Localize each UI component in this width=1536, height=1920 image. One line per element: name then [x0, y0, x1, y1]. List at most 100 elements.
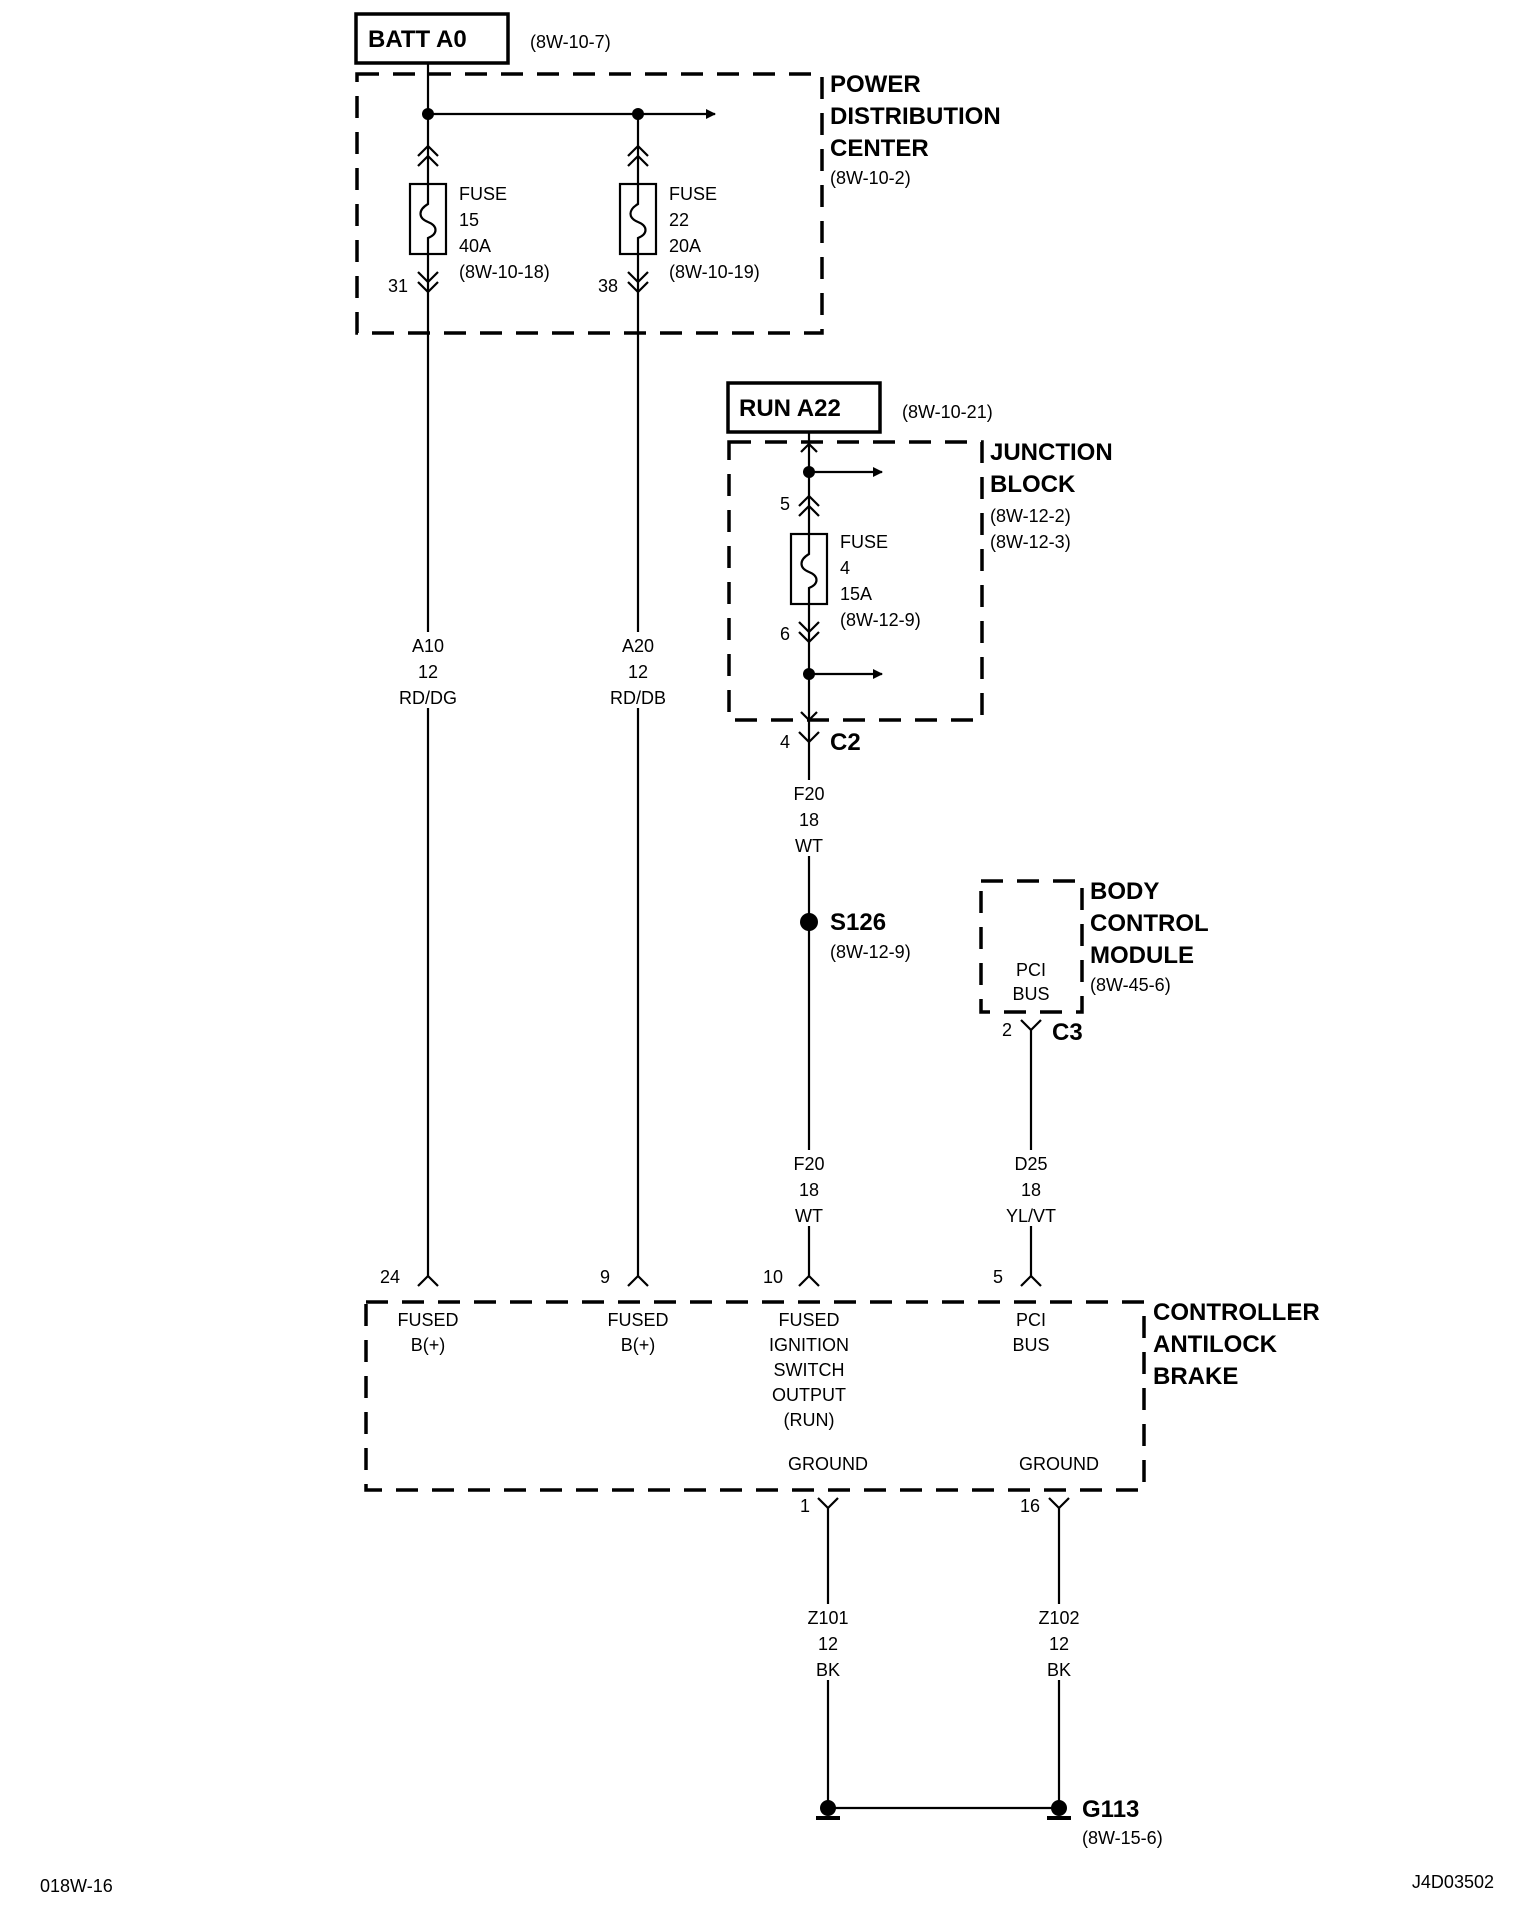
svg-text:18: 18 [799, 1180, 819, 1200]
svg-text:WT: WT [795, 836, 823, 856]
svg-text:GROUND: GROUND [1019, 1454, 1099, 1474]
fuse15-rating: 40A [459, 236, 491, 256]
cab-title-line3: BRAKE [1153, 1363, 1238, 1390]
wire-z101-label: Z101 12 BK [795, 1604, 861, 1680]
svg-text:BUS: BUS [1012, 1335, 1049, 1355]
svg-text:16: 16 [1020, 1496, 1040, 1516]
fuse22-ref: (8W-10-19) [669, 262, 760, 282]
fuse15-number: 15 [459, 210, 479, 230]
bcm-ref: (8W-45-6) [1090, 975, 1171, 995]
svg-text:FUSED: FUSED [778, 1310, 839, 1330]
jb-ref1: (8W-12-2) [990, 506, 1071, 526]
svg-text:SWITCH: SWITCH [774, 1360, 845, 1380]
bcm-title-line3: MODULE [1090, 942, 1194, 969]
svg-text:GROUND: GROUND [788, 1454, 868, 1474]
c2-pin: 4 [780, 732, 790, 752]
wire-a10-label: A10 12 RD/DG [395, 632, 461, 708]
s126-name: S126 [830, 909, 886, 936]
pdc-title-line1: POWER [830, 71, 921, 98]
svg-text:D25: D25 [1014, 1154, 1047, 1174]
cab-title-line1: CONTROLLER [1153, 1299, 1320, 1326]
wire-f20-bottom-label: F20 18 WT [780, 1150, 838, 1226]
s126-ref: (8W-12-9) [830, 942, 911, 962]
controller-antilock-brake: CONTROLLER ANTILOCK BRAKE [364, 1299, 1320, 1492]
c2-name: C2 [830, 729, 861, 756]
fuse15-pin: 31 [388, 276, 408, 296]
fuse22-number: 22 [669, 210, 689, 230]
svg-text:F20: F20 [793, 784, 824, 804]
svg-text:Z102: Z102 [1038, 1608, 1079, 1628]
footer-right-code: J4D03502 [1412, 1872, 1494, 1892]
bcm-pin-label-line2: BUS [1012, 984, 1049, 1004]
fuse15-label: FUSE [459, 184, 507, 204]
fuse4-pin-out: 6 [780, 624, 790, 644]
bcm-pin-label-line1: PCI [1016, 960, 1046, 980]
batt-label: BATT A0 [368, 26, 467, 53]
svg-text:10: 10 [763, 1267, 783, 1287]
svg-text:18: 18 [1021, 1180, 1041, 1200]
jb-ref2: (8W-12-3) [990, 532, 1071, 552]
svg-text:PCI: PCI [1016, 1310, 1046, 1330]
body-control-module: BODY CONTROL MODULE (8W-45-6) PCI BUS [979, 878, 1209, 1014]
fuse4-rating: 15A [840, 584, 872, 604]
cab-pin-9: 9 FUSED B(+) [600, 1267, 669, 1355]
cab-title-line2: ANTILOCK [1153, 1331, 1278, 1358]
svg-text:18: 18 [799, 810, 819, 830]
fuse4-number: 4 [840, 558, 850, 578]
svg-text:12: 12 [1049, 1634, 1069, 1654]
jb-title-line1: JUNCTION [990, 439, 1113, 466]
fuse-22: FUSE 22 20A (8W-10-19) 38 [598, 144, 760, 296]
wire-a20-label: A20 12 RD/DB [605, 632, 671, 708]
pdc-title-line2: DISTRIBUTION [830, 103, 1001, 130]
svg-text:9: 9 [600, 1267, 610, 1287]
svg-text:12: 12 [818, 1634, 838, 1654]
svg-text:24: 24 [380, 1267, 400, 1287]
fuse22-pin: 38 [598, 276, 618, 296]
ground-g113: G113 (8W-15-6) [816, 1796, 1163, 1848]
connector-c2: 4 C2 [780, 729, 861, 756]
pdc-ref: (8W-10-2) [830, 168, 911, 188]
svg-text:B(+): B(+) [411, 1335, 446, 1355]
g113-name: G113 [1082, 1796, 1139, 1823]
c3-name: C3 [1052, 1019, 1083, 1046]
svg-text:RD/DB: RD/DB [610, 688, 666, 708]
svg-text:(RUN): (RUN) [784, 1410, 835, 1430]
fuse4-ref: (8W-12-9) [840, 610, 921, 630]
fuse22-rating: 20A [669, 236, 701, 256]
wire-f20-top-label: F20 18 WT [780, 780, 838, 856]
svg-text:F20: F20 [793, 1154, 824, 1174]
pdc-title-line3: CENTER [830, 135, 929, 162]
fuse4-pin-in: 5 [780, 494, 790, 514]
bcm-title-line2: CONTROL [1090, 910, 1209, 937]
svg-text:OUTPUT: OUTPUT [772, 1385, 846, 1405]
run-ref: (8W-10-21) [902, 402, 993, 422]
footer-left-code: 018W-16 [40, 1876, 113, 1896]
svg-text:B(+): B(+) [621, 1335, 656, 1355]
svg-text:Z101: Z101 [807, 1608, 848, 1628]
svg-text:A20: A20 [622, 636, 654, 656]
jb-title-line2: BLOCK [990, 471, 1076, 498]
svg-text:12: 12 [418, 662, 438, 682]
wire-d25-label: D25 18 YL/VT [998, 1150, 1064, 1226]
c3-pin: 2 [1002, 1020, 1012, 1040]
svg-text:RD/DG: RD/DG [399, 688, 457, 708]
svg-text:FUSED: FUSED [397, 1310, 458, 1330]
batt-ref: (8W-10-7) [530, 32, 611, 52]
fuse4-label: FUSE [840, 532, 888, 552]
cab-pin-24: 24 FUSED B(+) [380, 1267, 459, 1355]
g113-ref: (8W-15-6) [1082, 1828, 1163, 1848]
fuse-15: FUSE 15 40A (8W-10-18) 31 [388, 144, 550, 296]
svg-text:WT: WT [795, 1206, 823, 1226]
fuse22-label: FUSE [669, 184, 717, 204]
bcm-title-line1: BODY [1090, 878, 1159, 905]
cab-pin-5: 5 PCI BUS [993, 1267, 1050, 1355]
junction-block: JUNCTION BLOCK (8W-12-2) (8W-12-3) [727, 439, 1113, 722]
svg-text:12: 12 [628, 662, 648, 682]
svg-text:A10: A10 [412, 636, 444, 656]
svg-text:BK: BK [1047, 1660, 1071, 1680]
svg-text:BK: BK [816, 1660, 840, 1680]
svg-text:5: 5 [993, 1267, 1003, 1287]
svg-text:YL/VT: YL/VT [1006, 1206, 1056, 1226]
connector-c3: 2 C3 [1002, 1019, 1083, 1276]
